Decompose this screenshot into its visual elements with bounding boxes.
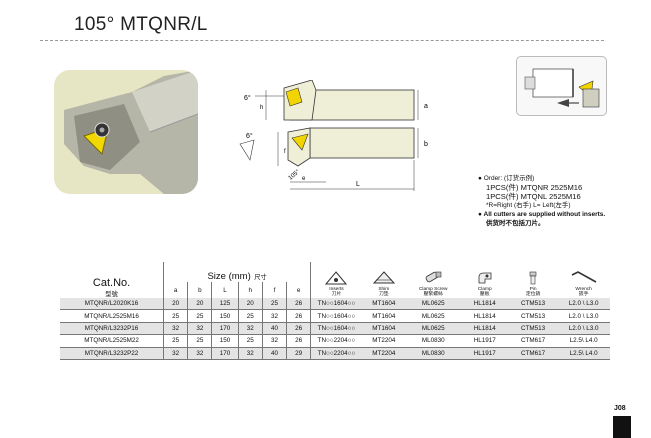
order-example: ● Order: (订货示例) 1PCS(件) MTQNR 2525M16 1P… [478,174,605,228]
angle-edge-label: 105° [288,169,302,182]
workpiece [532,68,574,98]
dim-e-label: e [302,176,306,182]
size-header: Size (mm) 尺寸 [163,262,311,282]
col-b: b [187,282,212,298]
tool-holder-illustration [64,70,198,194]
col-e: e [286,282,311,298]
catno-header: Cat.No. 型號 [92,277,131,298]
angle-side-label: 6° [246,132,253,140]
page-number: J08 [614,405,626,412]
col-f: f [261,282,287,298]
insert-section [239,139,255,161]
order-heading: ● Order: (订货示例) [478,175,535,182]
insert-icon [325,271,348,285]
holder-front-view [309,127,415,159]
dim-L-label: L [356,181,360,188]
tool-holder-photo [54,70,198,194]
inserts-note: ● All cutters are supplied without inser… [478,211,606,218]
inserts-note-cn: 供货时不包括刀片。 [486,220,545,227]
title-divider [40,40,604,41]
dim-a-label: a [424,103,428,110]
angle-top-label: 6° [244,94,251,102]
dim-h-label: h [260,105,263,111]
col-h: h [237,282,263,298]
setup-diagram [516,56,607,116]
dim-b-label: b [424,141,428,148]
page-title: 105° MTQNR/L [74,14,208,35]
bullet-icon: ● [478,211,484,218]
screw-icon [425,271,442,283]
pin-icon [529,271,537,285]
page-tab-marker [613,416,631,438]
shim-icon [372,271,395,284]
col-a: a [163,282,188,298]
hand-note: *R=Right (右手) L= Left(左手) [486,202,571,209]
col-L: L [211,282,239,298]
clamp-icon [478,272,492,284]
bullet-icon: ● [478,175,484,182]
feed-arrow-icon [557,99,569,107]
dim-f-label: f [284,149,286,155]
order-line-1: 1PCS(件) MTQNR 2525M16 [486,183,583,192]
order-line-2: 1PCS(件) MTQNL 2525M16 [486,192,581,201]
insert-front [291,133,309,151]
wrench-icon [571,270,597,283]
technical-drawing: 6° h a 6° f b 105° e L [239,80,428,191]
insert-top [285,87,303,107]
